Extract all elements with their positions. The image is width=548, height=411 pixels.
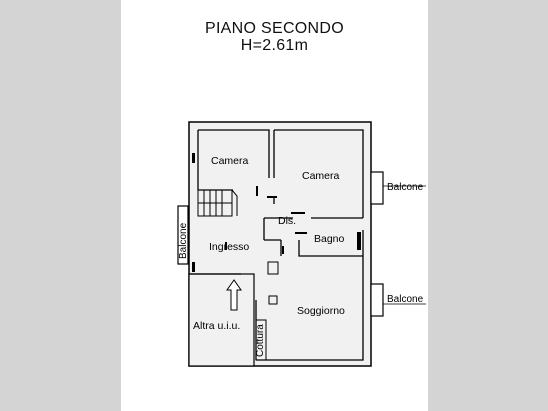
column	[267, 261, 279, 275]
room-label-cottura: Cottura	[255, 324, 266, 357]
room-label-bagno: Bagno	[314, 233, 345, 245]
balcony-right-2	[370, 283, 384, 317]
room-label-dis: Dis.	[278, 215, 296, 227]
room-label-camera-1: Camera	[211, 155, 249, 167]
fixtures	[192, 153, 361, 272]
room-label-camera-2: Camera	[302, 170, 340, 182]
other-unit	[188, 273, 255, 367]
kitchen-counter	[255, 295, 278, 361]
balcony-left	[177, 205, 189, 265]
label-balcone-right-1: Balcone	[387, 182, 424, 193]
label-balcone-right-2: Balcone	[387, 294, 424, 305]
floor-plan: Camera Camera Dis. Bagno Ingresso Soggio…	[177, 121, 426, 367]
balcony-right-1	[370, 171, 384, 205]
entrance-arrow-icon	[226, 279, 242, 311]
stairs	[197, 189, 238, 217]
plan-title: PIANO SECONDO	[204, 20, 345, 37]
plan-height: H=2.61m	[240, 37, 309, 54]
label-balcone-left: Balcone	[178, 222, 189, 259]
room-label-ingresso: Ingresso	[209, 241, 249, 253]
room-label-altra-uiu: Altra u.i.u.	[193, 320, 240, 332]
room-label-soggiorno: Soggiorno	[297, 305, 345, 317]
floor-plan-sheet: PIANO SECONDO H=2.61m	[121, 0, 428, 411]
